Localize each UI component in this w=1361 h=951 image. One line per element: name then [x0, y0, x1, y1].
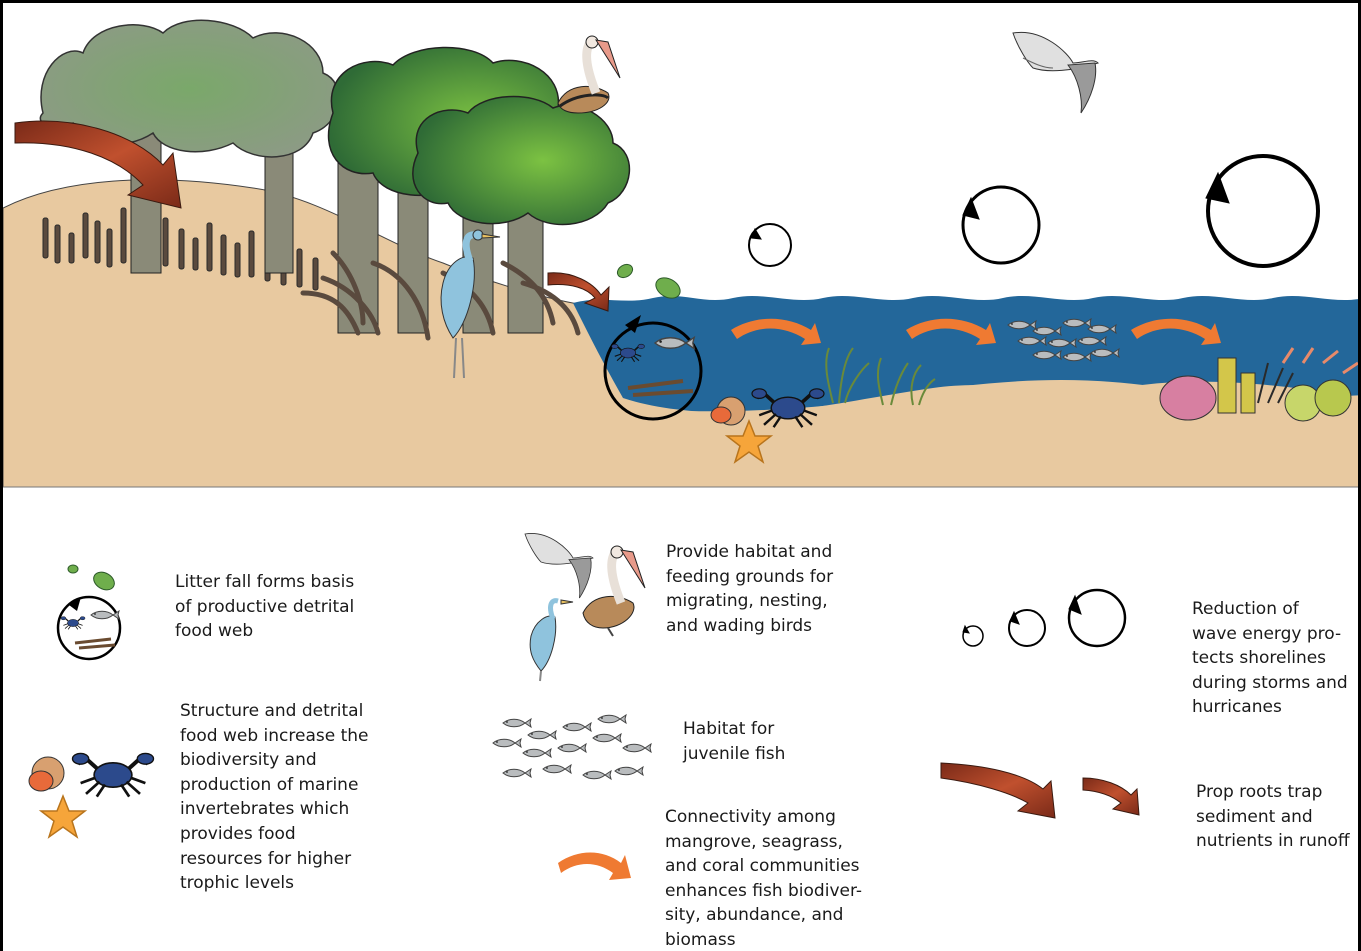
litter-legend-icon — [58, 565, 120, 659]
fish-legend-icon — [493, 715, 651, 779]
roots-legend-arrows — [941, 763, 1139, 818]
pelican — [558, 36, 620, 113]
invertebrates-legend-icon — [29, 753, 154, 837]
seagull — [1013, 32, 1098, 113]
legend-wave-text: Reduction of wave energy pro- tects shor… — [1192, 597, 1348, 720]
legend-litter-text: Litter fall forms basis of productive de… — [175, 570, 354, 644]
legend-structure-text: Structure and detrital food web increase… — [180, 699, 369, 896]
connectivity-legend-arrow — [558, 853, 631, 881]
wave-legend-circles — [963, 590, 1125, 646]
legend-birds-text: Provide habitat and feeding grounds for … — [666, 540, 833, 638]
leaf-icon — [615, 262, 635, 280]
legend-roots-text: Prop roots trap sediment and nutrients i… — [1196, 780, 1350, 854]
birds-legend-icon — [525, 533, 645, 681]
legend-fish-text: Habitat for juvenile fish — [683, 717, 785, 766]
wave-energy-circles — [749, 156, 1318, 266]
legend-connectivity-text: Connectivity among mangrove, seagrass, a… — [665, 805, 862, 951]
